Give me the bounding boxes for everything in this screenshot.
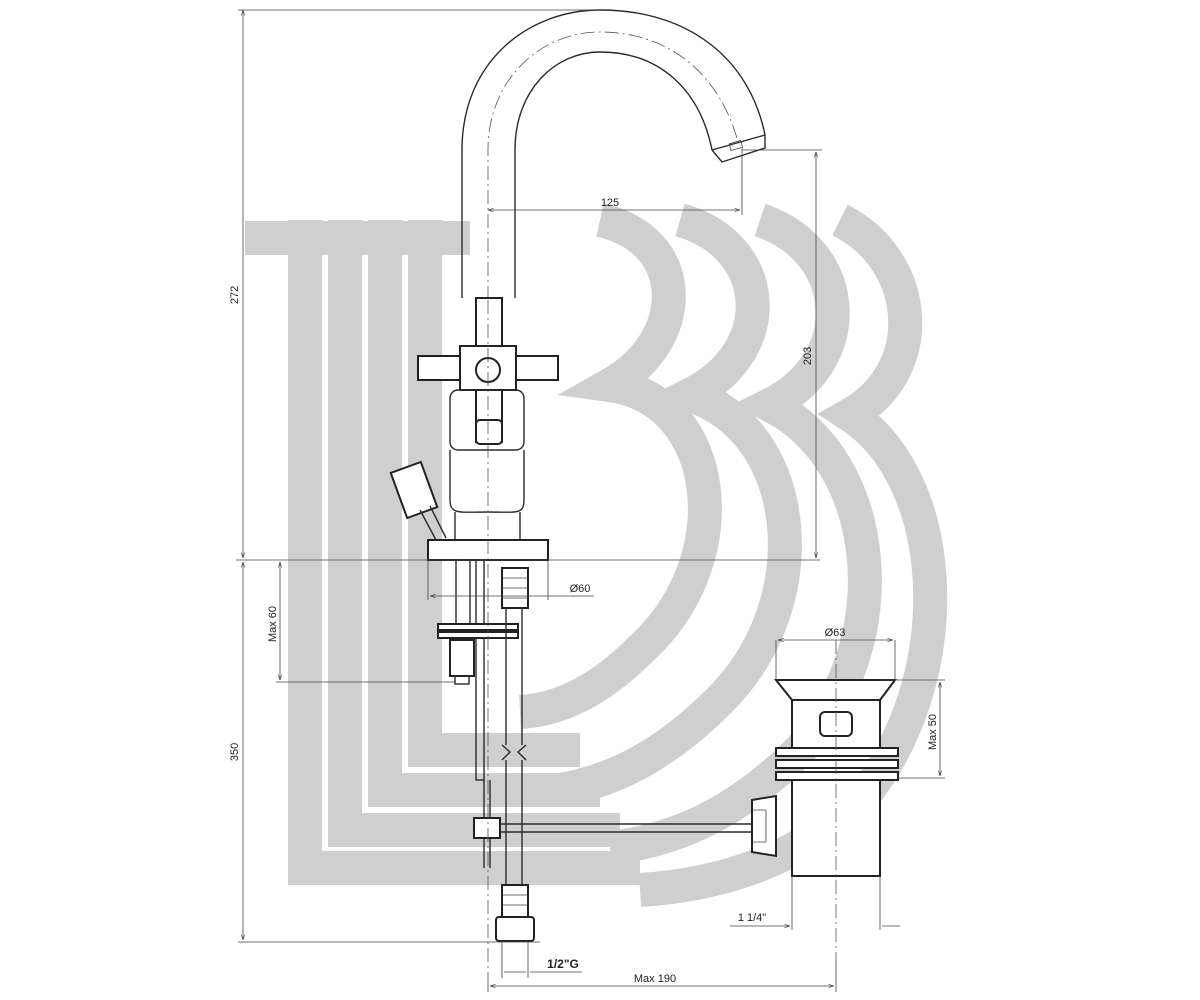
- dim-max-50: Max 50: [927, 714, 939, 750]
- mounting-assembly: [437, 559, 752, 942]
- dim-1-1-4: 1 1/4": [738, 912, 766, 924]
- dim-203: 203: [802, 347, 814, 365]
- dim-350: 350: [229, 743, 241, 761]
- dim-272: 272: [229, 286, 241, 304]
- popup-waste: [751, 640, 899, 960]
- dim-diameter-63: Ø63: [825, 627, 846, 639]
- dim-125: 125: [601, 197, 619, 209]
- dim-max-190: Max 190: [634, 973, 676, 985]
- watermark-logo: [245, 203, 948, 907]
- dim-diameter-60: Ø60: [570, 583, 591, 595]
- dim-half-inch-g: 1/2"G: [547, 957, 579, 971]
- dimension-lines: [236, 9, 945, 992]
- dim-max-60: Max 60: [267, 606, 279, 642]
